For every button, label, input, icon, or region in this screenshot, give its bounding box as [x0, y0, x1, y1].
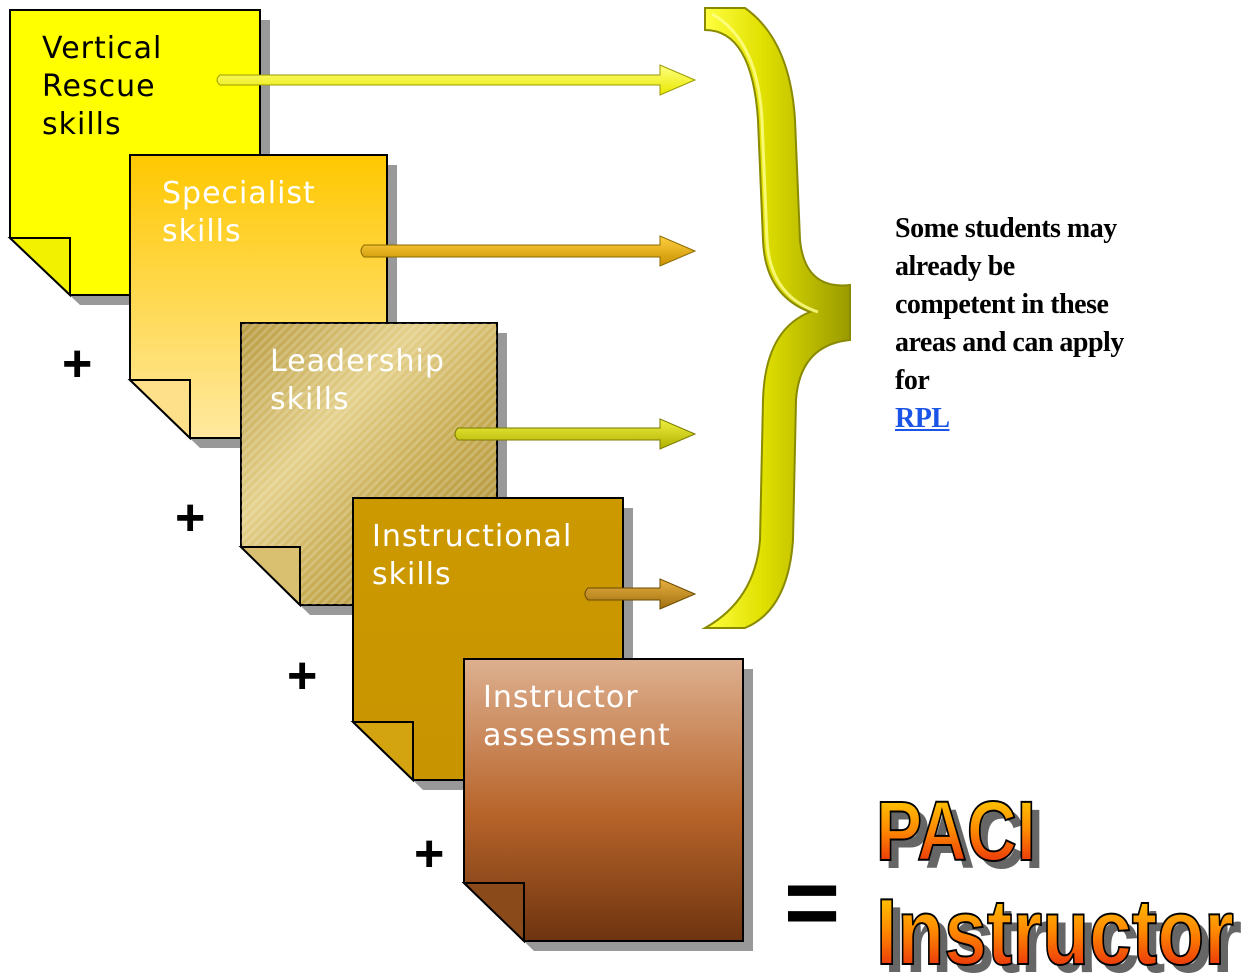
plus-sign: + [287, 647, 318, 705]
card-label-instructor-assessment: Instructor assessment [483, 680, 671, 753]
arrow-leadership [454, 418, 697, 450]
plus-sign: + [175, 489, 206, 547]
rpl-note-text: Some students may already be competent i… [895, 213, 1124, 396]
arrow-specialist [360, 235, 697, 267]
result-line1-shadow: PACI [884, 792, 1044, 886]
arrow-vertical-rescue [216, 64, 697, 96]
card-instructor-assessment [461, 658, 753, 951]
result-line2: Instructor [876, 879, 1234, 979]
result-line2-shadow: Instructor [884, 887, 1242, 979]
equals-sign: = [784, 849, 841, 956]
arrow-instructional [584, 578, 697, 610]
plus-sign: + [62, 335, 93, 393]
card-label-leadership: Leadership skills [270, 344, 445, 417]
rpl-link[interactable]: RPL [895, 403, 950, 434]
card-label-instructional: Instructional skills [372, 519, 573, 592]
result-word-shadow: PACI Instructor [884, 792, 1242, 979]
rpl-note: Some students may already be competent i… [895, 210, 1135, 438]
result-word: PACI Instructor [875, 783, 1235, 979]
curly-brace [701, 7, 851, 629]
result-line1: PACI [876, 784, 1036, 878]
plus-sign: + [414, 825, 445, 883]
card-label-specialist: Specialist skills [162, 176, 316, 249]
card-label-vertical-rescue: Vertical Rescue skills [42, 31, 163, 142]
